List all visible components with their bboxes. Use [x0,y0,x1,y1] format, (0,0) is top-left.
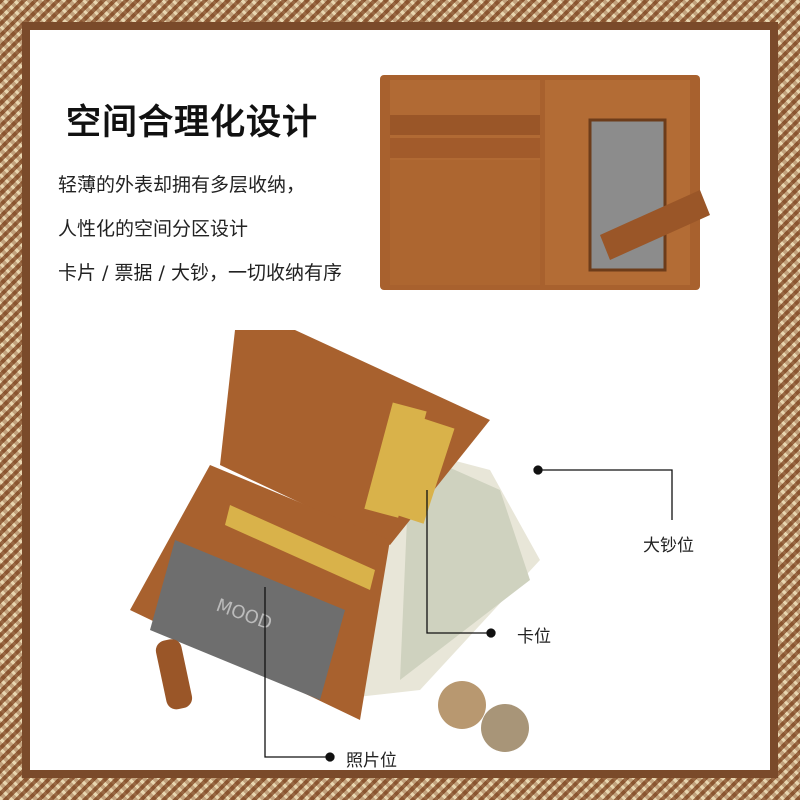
page-title: 空间合理化设计 [66,103,319,143]
snap-strap [155,639,193,710]
card [364,402,427,518]
description-line-3: 卡片 / 票据 / 大钞，一切收纳有序 [58,262,342,284]
description-line-1: 轻薄的外表却拥有多层收纳， [58,174,306,196]
callout-card-slot: 卡位 [517,627,551,647]
callout-photo-slot: 照片位 [346,751,397,771]
callout-lines [264,465,673,762]
description-line-2: 人性化的空间分区设计 [58,218,249,240]
wallet-with-cash-photo: MOOD [130,330,540,720]
open-wallet-photo [380,75,710,290]
card [390,417,455,524]
callout-cash-slot: 大钞位 [643,536,694,556]
photo-window [150,540,345,700]
coins-photo [438,681,529,752]
